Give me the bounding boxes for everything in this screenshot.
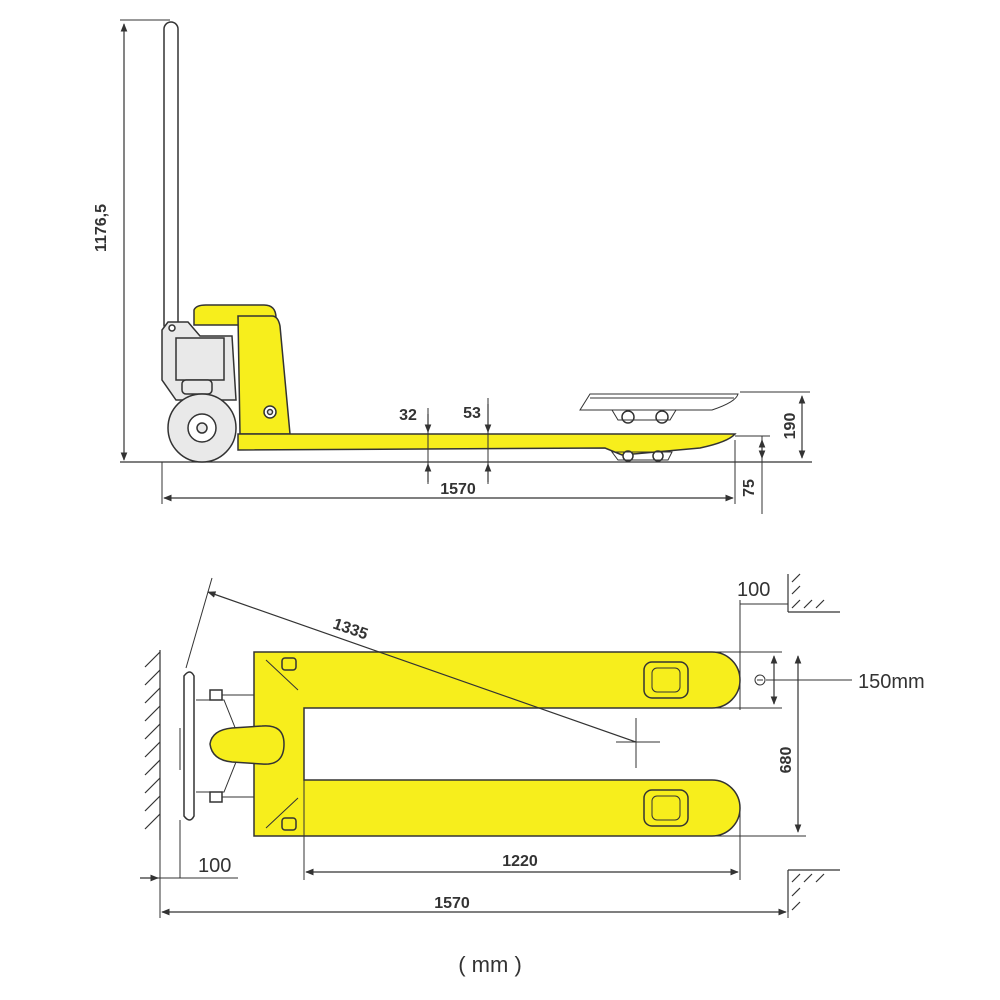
unit-label: ( mm ) [458,952,522,977]
dim-clearance-wall-label: 100 [198,855,231,877]
pump-link [181,379,213,395]
roller-bracket [611,451,673,461]
dim-width-label: 680 [778,747,795,774]
pump-housing [175,337,225,381]
frame-corner-bottom [281,817,297,831]
raised-roller-2 [655,410,669,424]
dim-190-label: 190 [782,413,799,440]
column-bolt-inner [266,408,274,416]
load-roller-icon [622,450,634,462]
dim-wheel-label: 150mm [858,671,925,693]
dim-53-label: 53 [463,405,481,422]
raised-roller-bracket [611,409,677,421]
dim-32-label: 32 [399,407,417,424]
raised-fork-outline [579,393,739,411]
handle-clip-1 [209,689,223,701]
main-column [237,315,291,435]
handle-bar [163,21,179,333]
load-roller-bottom [643,789,689,827]
steer-wheel-axle [196,422,208,434]
raised-roller-1 [621,410,635,424]
wheel-symbol-icon [754,674,766,686]
handle-top [183,671,195,821]
load-roller-top [643,661,689,699]
wall-hatch-left [144,651,161,830]
dim-fork-length-label: 1220 [502,853,538,870]
dim-length-label: 1570 [440,481,476,498]
frame-chamfer [265,659,299,829]
dim-height-label: 1176,5 [93,204,110,252]
handle-clip-2 [209,791,223,803]
dim-75-label: 75 [741,479,758,497]
dim-total-length-label: 1570 [434,895,470,912]
frame-corner-top [281,657,297,671]
load-roller-2 [652,450,664,462]
side-view: 1176,5 32 53 190 75 1570 [93,19,812,514]
dim-turning-radius-line [207,591,637,743]
dim-turning-radius-label: 1335 [331,616,370,644]
wall-hatch-bottom-right [787,869,840,912]
pump-nose [209,725,285,765]
top-view: 1335 100 150mm 680 100 1220 1 [140,573,925,918]
pivot-icon [168,324,176,332]
wall-hatch-top-right [787,573,840,613]
dim-clearance-end-label: 100 [737,579,770,601]
